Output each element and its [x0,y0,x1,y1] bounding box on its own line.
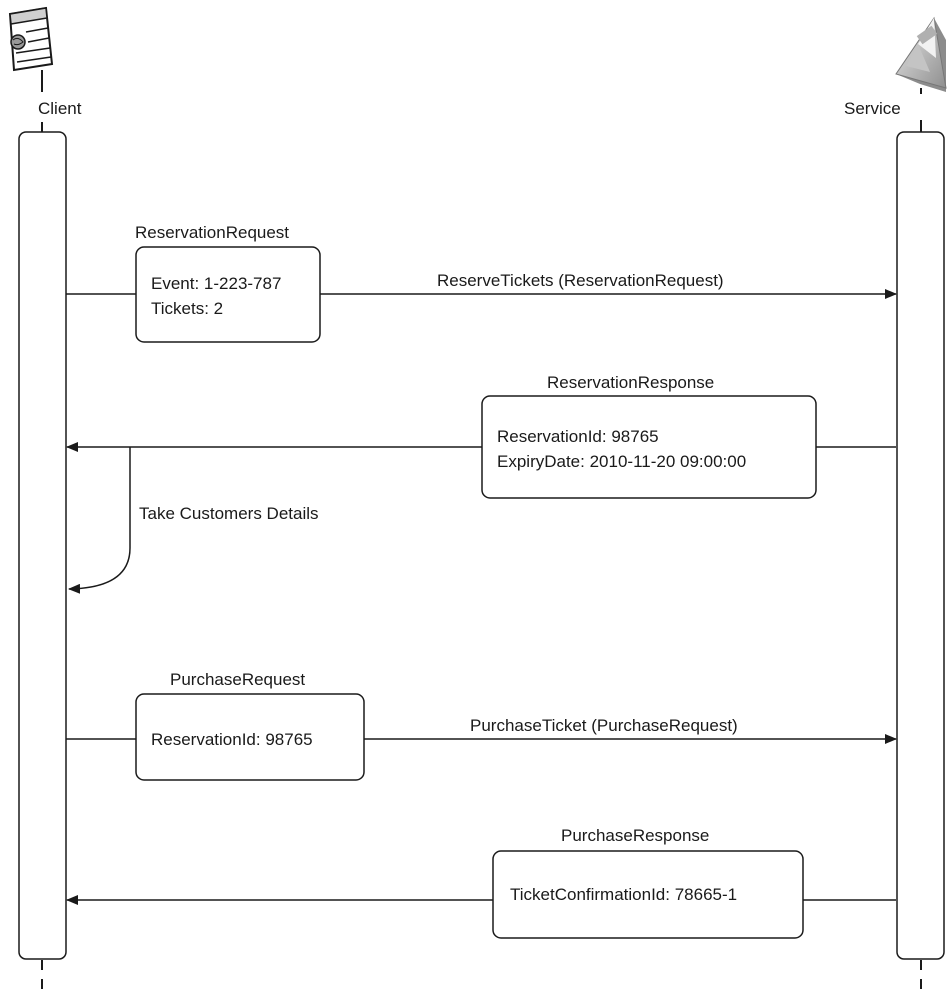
reservation-response-type-label: ReservationResponse [547,373,714,392]
take-customers-details-arrow [68,447,131,594]
take-customers-details-label: Take Customers Details [139,504,319,523]
reservation-request-field: Event: 1-223-787 [151,274,281,293]
service-lifeline [896,131,945,960]
client-web-page-icon [8,6,54,72]
purchase-response-box [492,850,804,939]
service-triangle-icon [895,16,947,92]
reservation-request-type-label: ReservationRequest [135,223,289,242]
client-lifeline [18,131,67,960]
reserve-tickets-call-label: ReserveTickets (ReservationRequest) [437,271,724,290]
purchase-response-field: TicketConfirmationId: 78665-1 [510,885,737,904]
reservation-response-field: ReservationId: 98765 [497,427,659,446]
purchase-response-type-label: PurchaseResponse [561,826,709,845]
purchase-ticket-call-label: PurchaseTicket (PurchaseRequest) [470,716,738,735]
client-label: Client [38,99,82,118]
service-label: Service [844,99,901,118]
purchase-request-field: ReservationId: 98765 [151,730,313,749]
reservation-request-field: Tickets: 2 [151,299,223,318]
reservation-request-box [135,246,321,343]
reservation-response-box [481,395,817,499]
purchase-request-box [135,693,365,781]
reservation-response-field: ExpiryDate: 2010-11-20 09:00:00 [497,452,746,471]
purchase-request-type-label: PurchaseRequest [170,670,305,689]
